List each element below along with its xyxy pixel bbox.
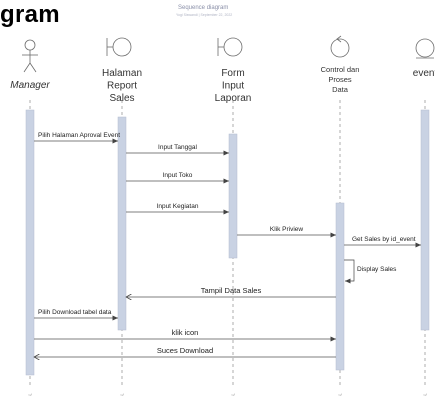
activation-bar-control <box>335 202 345 371</box>
message-label: Input Tanggal <box>158 144 197 151</box>
message-3: Input Toko <box>126 172 229 184</box>
activation-bar-manager <box>25 109 35 376</box>
message-label: Get Sales by id_event <box>352 236 416 243</box>
lifeline-end-mark-halaman: ○/ <box>120 392 124 397</box>
message-label: Suces Download <box>157 346 213 355</box>
message-5: Klik Priview <box>237 226 336 238</box>
diagram-title: Sequence diagram <box>178 5 229 11</box>
message-2: Input Tanggal <box>126 144 229 156</box>
message-7: Display Sales <box>344 259 397 284</box>
lifeline-end-mark-manager: ○/ <box>28 392 32 397</box>
activation-bar-form <box>228 133 238 259</box>
message-8: Tampil Data Sales <box>126 286 336 297</box>
message-label: Klik Priview <box>270 226 304 233</box>
message-label: Input Kegiatan <box>157 203 199 210</box>
control-icon <box>330 38 350 58</box>
activation-bar-event <box>420 109 430 331</box>
participant-label-manager: Manager <box>10 80 50 91</box>
lifeline-end-mark-form: ○/ <box>231 392 235 397</box>
lifeline-end-mark-control: ○/ <box>338 392 342 397</box>
participant-manager: Manager <box>10 39 50 91</box>
message-9: Pilih Download tabel data <box>34 309 118 321</box>
actor-icon <box>24 39 36 51</box>
message-label: Display Sales <box>357 266 397 273</box>
activation-bar-halaman <box>117 116 127 331</box>
message-label: Pilih Halaman Aproval Event <box>38 132 120 139</box>
message-label: Pilih Download tabel data <box>38 309 112 316</box>
participant-label-event: event <box>413 68 435 79</box>
message-6: Get Sales by id_event <box>344 236 421 248</box>
message-4: Input Kegiatan <box>126 203 229 215</box>
message-label: klik icon <box>172 328 199 337</box>
message-label: Tampil Data Sales <box>201 286 262 295</box>
lifeline-end-mark-event: ○/ <box>423 392 427 397</box>
message-1: Pilih Halaman Aproval Event <box>34 132 120 144</box>
document-title-fragment: gram <box>0 1 60 28</box>
participant-event: event <box>413 38 435 79</box>
entity-icon <box>415 38 435 58</box>
message-11: Suces Download <box>34 346 336 357</box>
message-label: Input Toko <box>163 172 193 179</box>
message-10: klik icon <box>34 328 336 342</box>
diagram-subtitle: Yogi Siswandi | September 22, 2022 <box>176 13 233 17</box>
